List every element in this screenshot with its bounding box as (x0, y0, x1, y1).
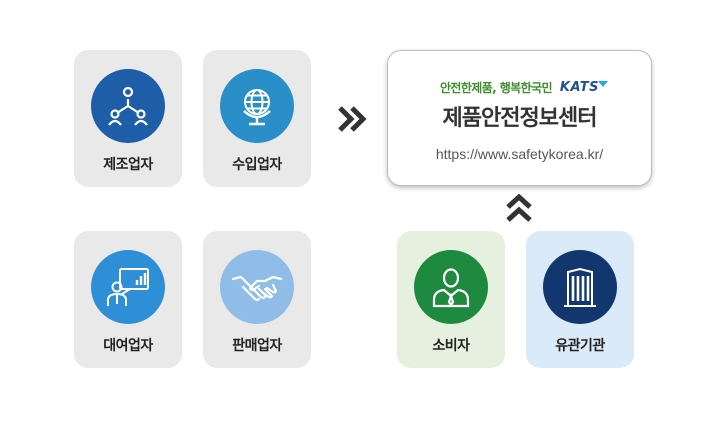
center-url-link[interactable]: https://www.safetykorea.kr/ (435, 146, 604, 162)
seller-card: 판매업자 (203, 231, 311, 368)
seller-label: 판매업자 (232, 338, 282, 354)
rental-icon-circle (91, 250, 165, 324)
agency-label: 유관기관 (555, 338, 605, 354)
importer-card: 수입업자 (203, 50, 311, 187)
rental-card: 대여업자 (74, 231, 182, 368)
importer-icon-circle (220, 69, 294, 143)
manufacturer-label: 제조업자 (103, 157, 153, 173)
kats-logo-text: KATS (559, 80, 600, 95)
double-chevron-up-icon (505, 193, 533, 229)
double-chevron-right-icon (337, 104, 369, 138)
kats-logo-mark-icon (598, 81, 609, 87)
presenter-chart-icon (107, 268, 149, 306)
globe-icon (243, 89, 271, 126)
product-safety-center-box[interactable]: 안전한제품, 행복한국민 KATS 제품안전정보센터 https://www.sa… (387, 50, 652, 186)
slogan-text: 안전한제품, 행복한국민 (439, 81, 553, 95)
agency-icon-circle (543, 250, 617, 324)
person-icon (432, 268, 470, 308)
rental-label: 대여업자 (103, 338, 153, 354)
importer-label: 수입업자 (232, 157, 282, 173)
center-title: 제품안전정보센터 (442, 106, 598, 131)
seller-icon-circle (220, 250, 294, 324)
consumer-card: 소비자 (397, 231, 505, 368)
agency-card: 유관기관 (526, 231, 634, 368)
org-people-icon (108, 86, 148, 126)
kats-logo: KATS (559, 80, 609, 95)
consumer-label: 소비자 (432, 338, 470, 354)
slogan-row: 안전한제품, 행복한국민 KATS (388, 77, 651, 96)
manufacturer-card: 제조업자 (74, 50, 182, 187)
consumer-icon-circle (414, 250, 488, 324)
handshake-icon (231, 275, 283, 302)
manufacturer-icon-circle (91, 69, 165, 143)
building-icon (564, 267, 596, 307)
